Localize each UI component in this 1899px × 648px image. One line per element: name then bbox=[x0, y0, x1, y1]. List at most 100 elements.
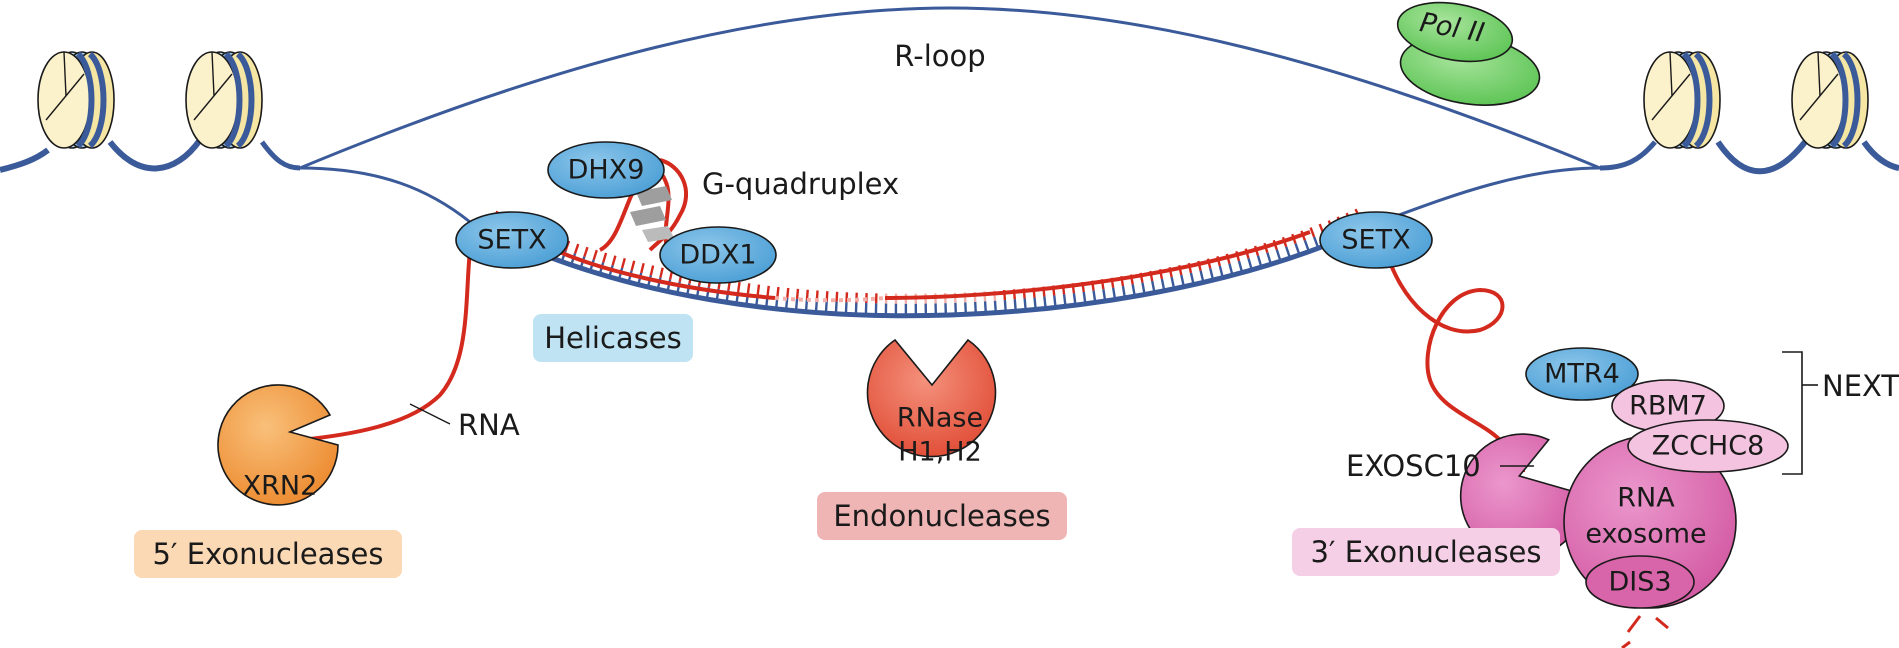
rbm7-label: RBM7 bbox=[1629, 391, 1707, 422]
dna-base-tick bbox=[1141, 282, 1146, 295]
next-bracket bbox=[1782, 351, 1818, 475]
dna-base-tick bbox=[1266, 252, 1273, 265]
dna-base-tick bbox=[1312, 236, 1320, 249]
dna-base-tick bbox=[1285, 246, 1292, 259]
dna-base-tick bbox=[1199, 270, 1205, 283]
dhx9-protein: DHX9 bbox=[547, 141, 665, 199]
rna-base-tick bbox=[776, 286, 780, 298]
rna-base-tick bbox=[592, 249, 598, 260]
dna-base-tick bbox=[1013, 299, 1017, 312]
rna-base-tick bbox=[620, 257, 626, 269]
xrn2-label: XRN2 bbox=[243, 471, 318, 502]
helicases-label: Helicases bbox=[544, 321, 682, 355]
r-loop-label: R-loop bbox=[894, 39, 985, 73]
rna-base-tick bbox=[630, 260, 636, 271]
rnase-h-protein: RNase H1,H2 bbox=[866, 338, 997, 468]
g-quadruplex-label: G-quadruplex bbox=[702, 167, 899, 201]
rna-base-tick bbox=[766, 285, 770, 296]
endo-category: Endonucleases bbox=[817, 492, 1067, 540]
rna-base-tick bbox=[746, 283, 751, 294]
zcchc8-label: ZCCHC8 bbox=[1652, 431, 1765, 462]
dna-base-tick bbox=[1053, 295, 1057, 308]
dna-base-tick bbox=[1209, 268, 1215, 281]
rna-base-tick bbox=[602, 252, 608, 263]
dna-base-tick bbox=[784, 297, 789, 310]
dna-base-tick bbox=[1121, 285, 1127, 299]
exosome-complex: RNA exosome DIS3 MTR4 RBM7 ZCCHC8 bbox=[1459, 347, 1789, 648]
nucleosome-1 bbox=[38, 52, 114, 148]
dna-base-tick bbox=[794, 298, 799, 311]
exo3-category: 3′ Exonucleases bbox=[1292, 528, 1560, 576]
dna-base-tick bbox=[1294, 243, 1301, 256]
exo3-label: 3′ Exonucleases bbox=[1310, 535, 1541, 569]
dna-base-tick bbox=[993, 300, 997, 313]
rna-leader-line bbox=[409, 403, 451, 425]
helicases-category: Helicases bbox=[533, 314, 693, 362]
rnase-line2: H1,H2 bbox=[898, 437, 982, 468]
setx-left-label: SETX bbox=[477, 225, 546, 256]
rna-base-tick bbox=[573, 243, 580, 254]
dna-base-tick bbox=[1072, 293, 1077, 306]
xrn2-protein: XRN2 bbox=[217, 384, 339, 506]
rna-tail-left bbox=[299, 249, 472, 442]
dna-base-tick bbox=[1247, 257, 1253, 271]
nucleosome-4 bbox=[1792, 52, 1868, 148]
rna-base-tick bbox=[756, 284, 761, 295]
pol-ii: Pol II bbox=[1396, 1, 1541, 106]
exo5-category: 5′ Exonucleases bbox=[134, 530, 402, 578]
dis3-label: DIS3 bbox=[1608, 567, 1671, 598]
dna-base-tick bbox=[1275, 249, 1282, 262]
dna-base-tick bbox=[1189, 272, 1195, 285]
dna-base-tick bbox=[1228, 263, 1234, 276]
rna-base-tick bbox=[786, 287, 790, 299]
dna-base-tick bbox=[1151, 280, 1156, 293]
dna-base-tick bbox=[1043, 296, 1047, 309]
rna-base-tick bbox=[583, 246, 589, 258]
dna-base-tick bbox=[1092, 290, 1097, 303]
dna-base-tick bbox=[1131, 284, 1136, 297]
exosc10-label: EXOSC10 bbox=[1346, 449, 1481, 483]
dna-base-tick bbox=[1160, 278, 1166, 292]
dna-base-tick bbox=[1082, 291, 1087, 304]
rna-base-tick bbox=[659, 267, 664, 278]
dna-base-tick bbox=[1111, 287, 1117, 300]
rnase-line1: RNase bbox=[897, 403, 983, 434]
dna-base-tick bbox=[983, 301, 988, 314]
dna-base-tick bbox=[1218, 265, 1224, 278]
rna-base-tick bbox=[611, 255, 617, 266]
rna-base-tick bbox=[640, 262, 645, 274]
dna-base-tick bbox=[1062, 294, 1067, 307]
dhx9-label: DHX9 bbox=[568, 155, 645, 186]
rna-base-tick bbox=[649, 265, 655, 276]
dna-base-tick bbox=[814, 300, 819, 313]
dna-base-tick bbox=[1023, 298, 1027, 311]
endo-label: Endonucleases bbox=[833, 499, 1050, 533]
dna-base-tick bbox=[1256, 255, 1263, 268]
rna-base-tick bbox=[736, 281, 741, 293]
dna-base-tick bbox=[1033, 297, 1037, 310]
ddx1-label: DDX1 bbox=[679, 240, 756, 271]
dna-base-tick bbox=[804, 299, 809, 312]
rna-label: RNA bbox=[458, 408, 520, 442]
dna-base-tick bbox=[1303, 239, 1311, 252]
dna-base-tick bbox=[1003, 299, 1007, 313]
rna-base-tick bbox=[835, 291, 839, 302]
ddx1-protein: DDX1 bbox=[659, 226, 777, 284]
exosome-line1: RNA bbox=[1617, 483, 1675, 514]
exo5-label: 5′ Exonucleases bbox=[152, 537, 383, 571]
dna-base-tick bbox=[834, 301, 838, 314]
setx-right-label: SETX bbox=[1341, 225, 1410, 256]
dna-base-tick bbox=[1237, 260, 1244, 273]
dna-base-tick bbox=[824, 301, 828, 314]
dna-base-tick bbox=[973, 301, 978, 314]
dna-base-tick bbox=[844, 302, 848, 315]
nucleosome-2 bbox=[186, 52, 262, 148]
rna-base-tick bbox=[795, 288, 800, 299]
dna-base-tick bbox=[1102, 288, 1107, 302]
mtr4-label: MTR4 bbox=[1544, 359, 1620, 390]
dna-base-tick bbox=[1180, 274, 1186, 288]
setx-right-protein: SETX bbox=[1319, 211, 1433, 269]
dna-base-tick bbox=[1170, 276, 1176, 290]
next-label: NEXT bbox=[1822, 369, 1899, 403]
